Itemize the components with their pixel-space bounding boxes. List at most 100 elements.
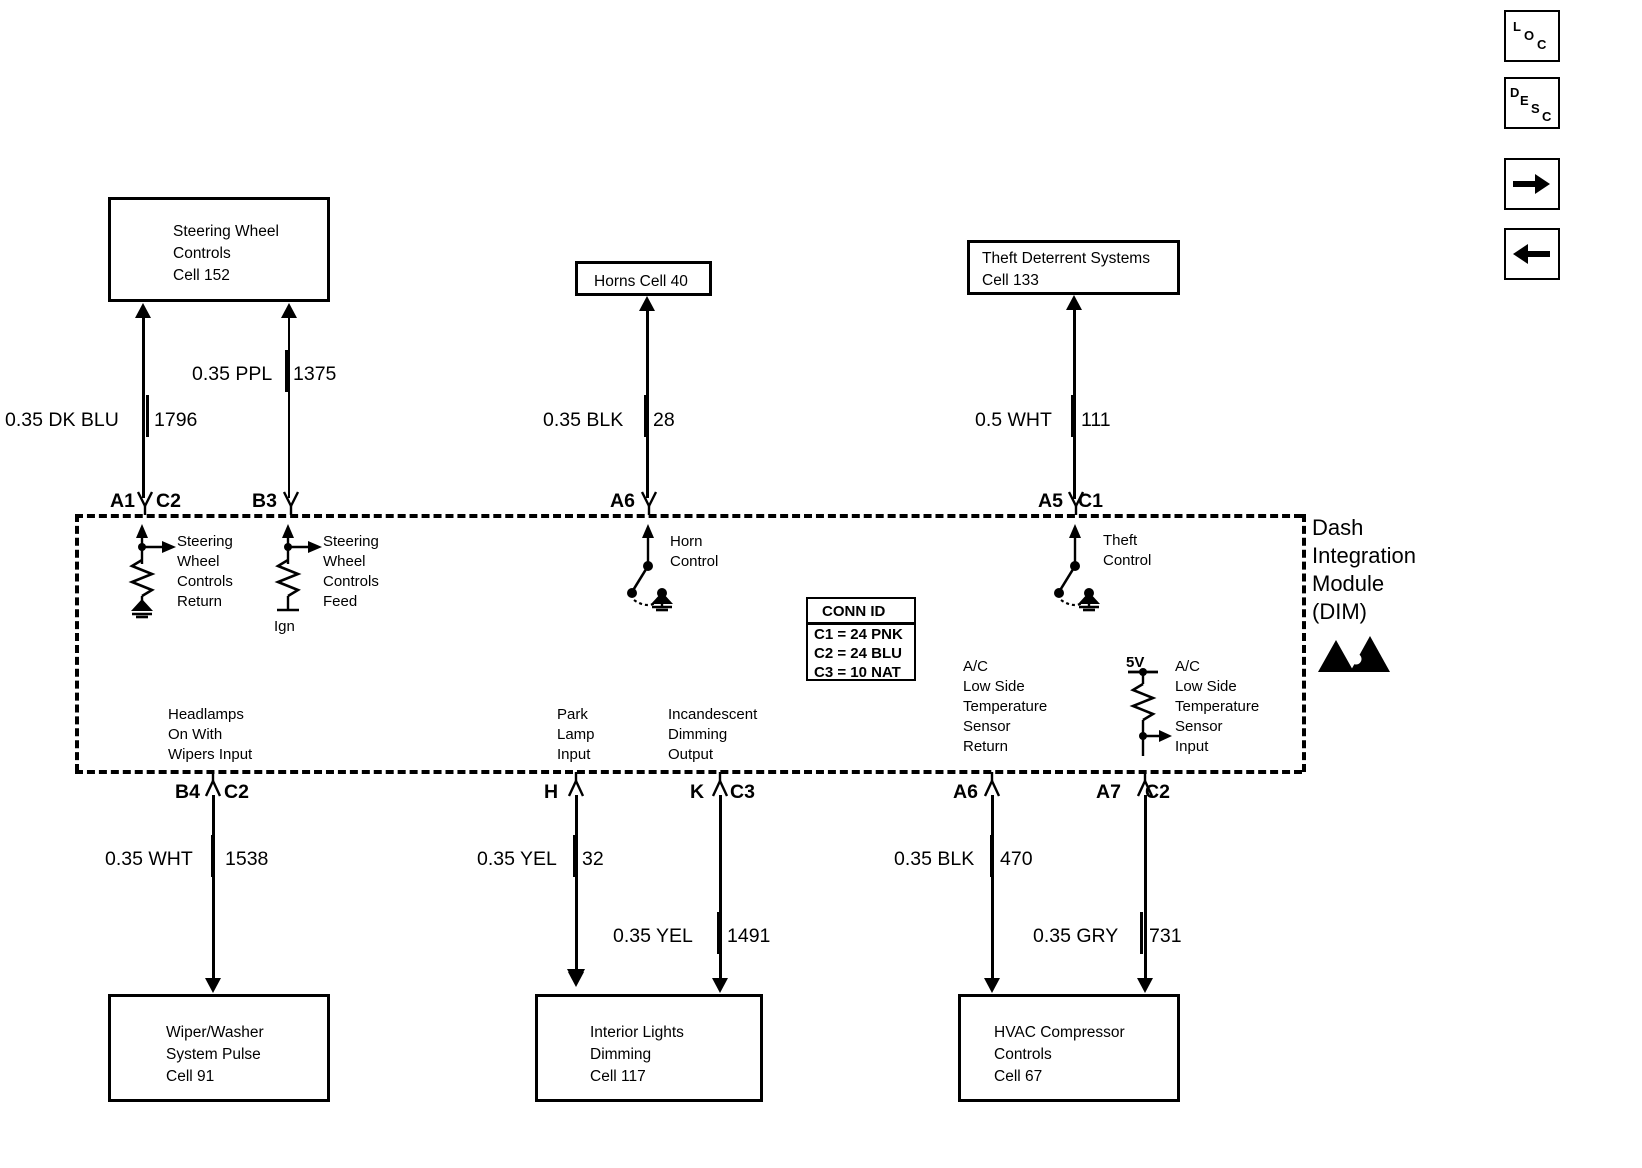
label-steering-wheel-controls-return-2: Wheel: [177, 553, 220, 570]
block-theft-deterrent-systems-label2: Cell 133: [982, 272, 1039, 289]
module-outline-bottom: [75, 770, 1302, 774]
block-steering-wheel-controls[interactable]: Steering Wheel Controls Cell 152: [108, 197, 330, 302]
loc-button[interactable]: L O C: [1504, 10, 1560, 62]
wire-32-circuit: 32: [582, 848, 604, 870]
wire-1538-circuit: 1538: [225, 848, 269, 870]
label-steering-wheel-controls-return-4: Return: [177, 593, 223, 610]
ign-label: Ign: [274, 618, 295, 635]
block-wiper-washer-label: Wiper/Washer: [166, 1024, 264, 1041]
wire-1491-label-separator: [717, 912, 720, 954]
block-steering-wheel-controls-label: Steering Wheel: [173, 223, 279, 240]
wire-470-line: [991, 795, 994, 980]
ground-symbol-theft: [1075, 590, 1103, 612]
label-incandescent-dimming-3: Output: [668, 746, 714, 763]
label-incandescent-dimming-1: Incandescent: [668, 706, 758, 723]
block-wiper-washer-label2: System Pulse: [166, 1046, 261, 1063]
circuit-steering-wheel-controls-feed: [258, 520, 328, 625]
conn-id-box: CONN ID C1 = 24 PNK C2 = 24 BLU C3 = 10 …: [806, 597, 916, 681]
block-horns-label: Horns Cell 40: [594, 273, 688, 290]
wire-32-line: [575, 795, 578, 980]
wire-1491-label: 0.35 YEL: [613, 925, 693, 947]
pin-a7-connector: [1134, 772, 1156, 798]
loc-button-char-1: L: [1513, 19, 1521, 34]
pin-h-connector: [565, 772, 587, 798]
block-steering-wheel-controls-label3: Cell 152: [173, 267, 230, 284]
terminal-h-pin: H: [544, 781, 559, 803]
label-ac-sensor-input-4: Sensor: [1175, 718, 1223, 735]
wire-111-line: [1073, 309, 1076, 499]
label-steering-wheel-controls-feed-1: Steering: [323, 533, 379, 550]
circuit-ac-sensor-pullup: [1112, 668, 1172, 760]
module-title-line3: Module: [1312, 571, 1385, 596]
pin-b4-connector: [202, 772, 224, 798]
conn-id-row-2: C2 = 24 BLU: [814, 645, 902, 662]
volt-label-5v: 5V: [1126, 654, 1145, 671]
loc-button-char-2: O: [1524, 28, 1535, 43]
terminal-k-conn: C3: [730, 781, 755, 803]
wire-1538-arrowhead: [205, 978, 221, 993]
label-steering-wheel-controls-feed-3: Controls: [323, 573, 379, 590]
wire-28-arrowhead: [639, 296, 655, 311]
wire-1491-arrowhead: [712, 978, 728, 993]
desc-button-char-1: D: [1510, 85, 1520, 100]
block-interior-lights-label2: Dimming: [590, 1046, 652, 1063]
label-ac-sensor-input-3: Temperature: [1175, 698, 1260, 715]
label-theft-control-1: Theft: [1103, 532, 1138, 549]
pin-a6-horn-connector: [638, 490, 660, 516]
prev-button[interactable]: [1504, 228, 1560, 280]
terminal-k-pin: K: [690, 781, 705, 803]
block-theft-deterrent-systems[interactable]: Theft Deterrent Systems Cell 133: [967, 240, 1180, 295]
wire-1796-label: 0.35 DK BLU: [5, 409, 119, 431]
block-interior-lights-dimming[interactable]: Interior Lights Dimming Cell 117: [535, 994, 763, 1102]
block-theft-deterrent-systems-label: Theft Deterrent Systems: [982, 250, 1150, 267]
block-wiper-washer-system-pulse[interactable]: Wiper/Washer System Pulse Cell 91: [108, 994, 330, 1102]
mountain-icon: [1310, 628, 1392, 674]
label-ac-sensor-return-1: A/C: [963, 658, 989, 675]
wire-470-arrowhead: [984, 978, 1000, 993]
block-hvac-label2: Controls: [994, 1046, 1052, 1063]
desc-button-char-3: S: [1531, 101, 1540, 116]
wire-731-line: [1144, 795, 1147, 980]
wire-731-label: 0.35 GRY: [1033, 925, 1119, 947]
block-hvac-compressor-controls[interactable]: HVAC Compressor Controls Cell 67: [958, 994, 1180, 1102]
wire-731-label-separator: [1140, 912, 1143, 954]
next-button[interactable]: [1504, 158, 1560, 210]
label-park-lamp-1: Park: [557, 706, 588, 723]
pin-a6-ac-connector: [981, 772, 1003, 798]
arrow-right-icon: [1506, 160, 1558, 208]
terminal-a5-pin: A5: [1038, 490, 1063, 512]
terminal-a5-conn: C1: [1078, 490, 1103, 512]
terminal-a6-horn-pin: A6: [610, 490, 635, 512]
conn-id-row-3: C3 = 10 NAT: [814, 664, 901, 681]
pin-b3-connector: [280, 490, 302, 516]
wire-470-label: 0.35 BLK: [894, 848, 975, 870]
label-headlamps-1: Headlamps: [168, 706, 244, 723]
label-ac-sensor-return-5: Return: [963, 738, 1009, 755]
label-ac-sensor-input-5: Input: [1175, 738, 1209, 755]
circuit-steering-wheel-controls-return: [112, 520, 182, 625]
arrow-left-icon: [1506, 230, 1558, 278]
wire-32-splice-marker: [566, 968, 586, 986]
wire-111-arrowhead: [1066, 295, 1082, 310]
block-hvac-label3: Cell 67: [994, 1068, 1043, 1085]
wire-111-circuit: 111: [1081, 409, 1111, 431]
pin-a5-connector: [1065, 490, 1087, 516]
block-interior-lights-label3: Cell 117: [590, 1068, 646, 1085]
wire-1375-line: [288, 317, 290, 498]
wire-111-label: 0.5 WHT: [975, 409, 1052, 431]
wire-470-circuit: 470: [1000, 848, 1033, 870]
terminal-a6-ac-pin: A6: [953, 781, 978, 803]
wire-1491-line: [719, 795, 722, 980]
block-horns[interactable]: Horns Cell 40: [575, 261, 712, 296]
wire-1491-circuit: 1491: [727, 925, 771, 947]
terminal-b4-pin: B4: [175, 781, 200, 803]
module-title-line4: (DIM): [1312, 599, 1367, 624]
label-steering-wheel-controls-return-1: Steering: [177, 533, 233, 550]
terminal-a1-pin: A1: [110, 490, 135, 512]
desc-button-char-2: E: [1520, 93, 1529, 108]
desc-button[interactable]: D E S C: [1504, 77, 1560, 129]
wire-1796-label-separator: [146, 395, 149, 437]
module-outline-top: [75, 514, 1302, 518]
label-ac-sensor-return-2: Low Side: [963, 678, 1025, 695]
conn-id-row-1: C1 = 24 PNK: [814, 626, 903, 643]
